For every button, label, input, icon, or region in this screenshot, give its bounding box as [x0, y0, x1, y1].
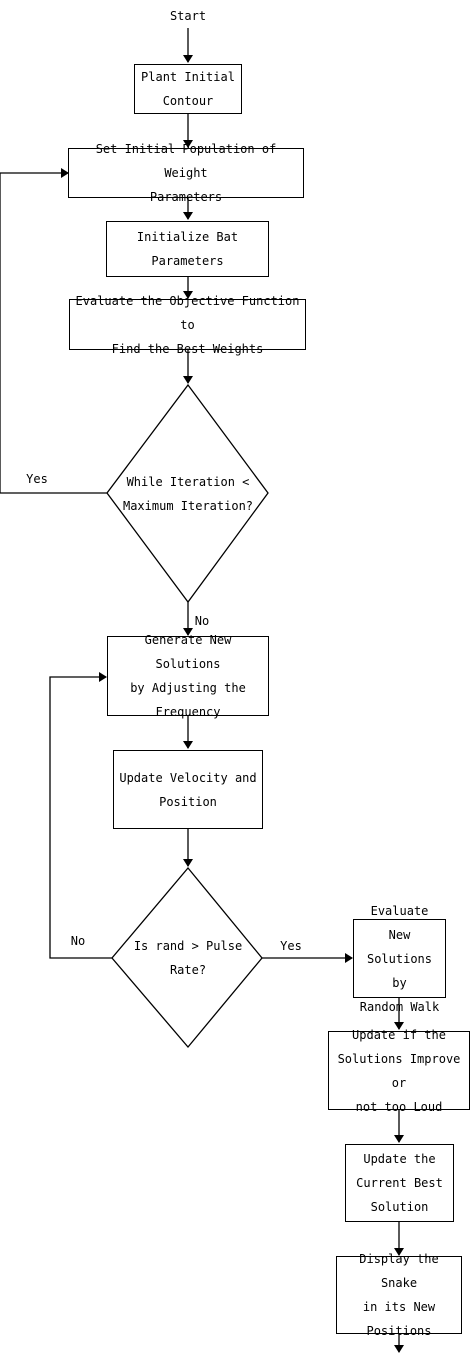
- evaluate-objective-function-step: Evaluate the Objective Function to Find …: [69, 294, 306, 356]
- no-down-label: No: [194, 614, 210, 628]
- arrow-yes-loop-back: [0, 168, 107, 494]
- evaluate-random-walk-step: Evaluate New Solutions by Random Walk: [353, 904, 446, 1014]
- plant-initial-contour-step: Plant Initial Contour: [134, 64, 242, 114]
- start-label: Start: [169, 9, 207, 23]
- initialize-bat-parameters-step: Initialize Bat Parameters: [106, 221, 269, 277]
- generate-new-solutions-step: Generate New Solutions by Adjusting the …: [107, 633, 269, 719]
- decision-while-iteration-text: While Iteration < Maximum Iteration?: [122, 475, 254, 513]
- update-velocity-position-step: Update Velocity and Position: [113, 750, 263, 829]
- no-loop-label: No: [70, 934, 86, 948]
- decision-rand-pulse-text: Is rand > Pulse Rate?: [133, 939, 243, 977]
- update-current-best-step: Update the Current Best Solution: [345, 1144, 454, 1222]
- update-if-improve-step: Update if the Solutions Improve or not t…: [328, 1028, 470, 1114]
- yes-loop-label: Yes: [26, 472, 48, 486]
- decision-rand-pulse-shape: [111, 866, 263, 1049]
- yes-right-label: Yes: [280, 939, 302, 953]
- display-snake-step: Display the Snake in its New Positions: [336, 1252, 462, 1338]
- set-initial-population-step: Set Initial Population of Weight Paramet…: [68, 142, 304, 204]
- arrow-no-loop-back: [49, 672, 112, 959]
